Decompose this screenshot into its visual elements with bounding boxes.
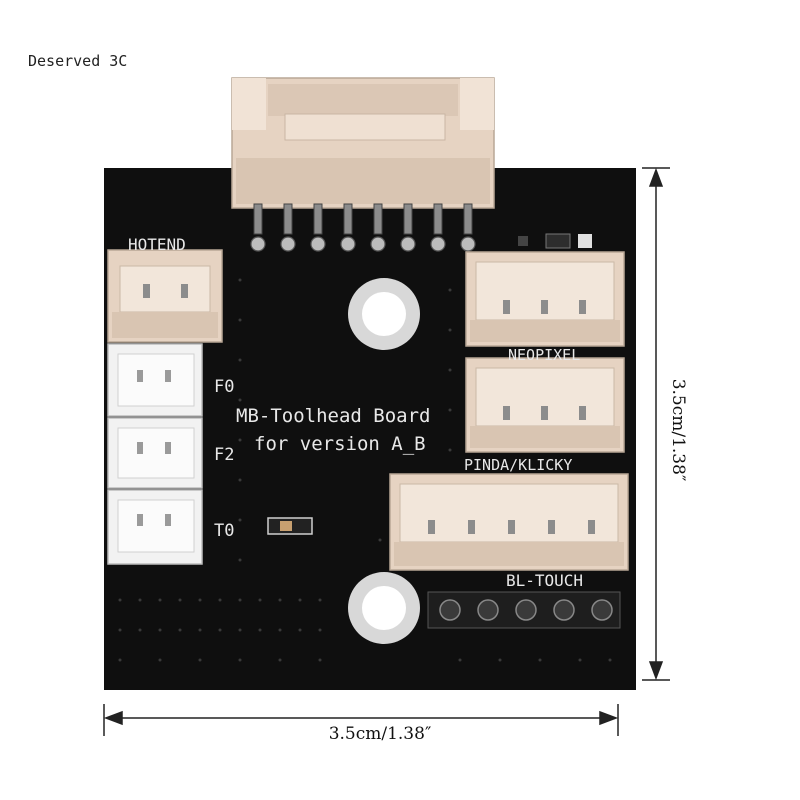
- label-t0: T0: [214, 521, 234, 541]
- label-f0: F0: [214, 377, 234, 397]
- label-f2: F2: [214, 445, 234, 465]
- width-dimension-label: 3.5cm/1.38″: [328, 724, 432, 744]
- bltouch-connector: [389, 473, 629, 571]
- mounting-hole-bottom: [348, 572, 420, 644]
- label-bltouch: BL-TOUCH: [506, 571, 583, 590]
- width-dimension-line: [103, 704, 619, 736]
- height-dimension-label: 3.5cm/1.38″: [668, 378, 688, 482]
- height-dimension-line: [642, 167, 670, 681]
- label-hotend: HOTEND: [128, 235, 186, 254]
- label-neopixel: NEOPIXEL: [508, 346, 580, 364]
- solder-joints: [250, 236, 476, 252]
- watermark-text: Deserved 3C: [28, 52, 128, 70]
- neopixel-connector: [465, 251, 625, 347]
- smd-components: [267, 233, 592, 535]
- top-main-connector: [231, 77, 495, 209]
- label-pinda: PINDA/KLICKY: [464, 456, 572, 474]
- top-connector-pins: [253, 203, 473, 235]
- f0-connector: [107, 343, 203, 417]
- board-title-line1: MB-Toolhead Board: [236, 405, 430, 427]
- t0-connector: [107, 489, 203, 565]
- pinda-connector: [465, 357, 625, 453]
- pcb-vias: [118, 278, 612, 662]
- bltouch-pin-header: [427, 591, 621, 629]
- board-title-line2: for version A_B: [254, 433, 426, 455]
- mounting-hole-top: [348, 278, 420, 350]
- f2-connector: [107, 417, 203, 489]
- hotend-connector: [107, 249, 223, 343]
